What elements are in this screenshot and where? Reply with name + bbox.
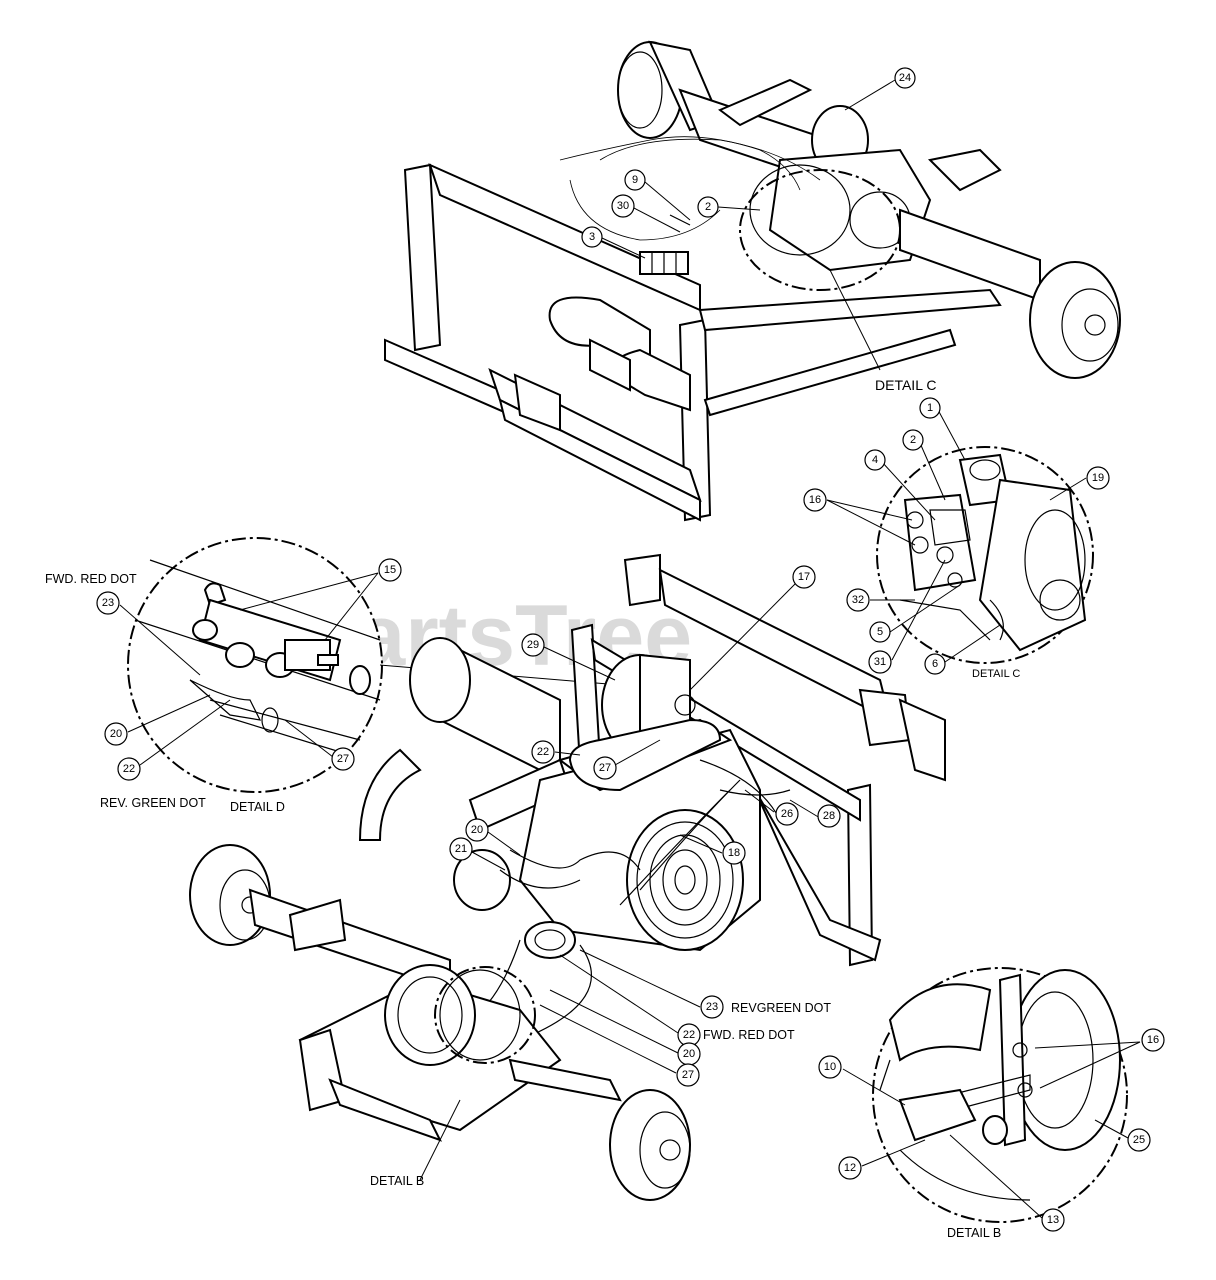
- callout-20-main-b: 20: [683, 1048, 695, 1060]
- detail-c-contents: [899, 453, 1087, 652]
- callout-3: 3: [589, 231, 595, 243]
- label-detail-b-inset: DETAIL B: [947, 1226, 1001, 1240]
- callout-32: 32: [852, 594, 864, 606]
- callout-1: 1: [927, 402, 933, 414]
- callout-17: 17: [798, 571, 810, 583]
- label-detail-c-side: DETAIL C: [972, 668, 1020, 680]
- top-frame-assembly: [384, 40, 1121, 522]
- callout-29: 29: [527, 639, 539, 651]
- callout-30: 30: [617, 200, 629, 212]
- callout-20-main: 20: [471, 824, 483, 836]
- label-fwd-red-dot-main: FWD. RED DOT: [703, 1028, 795, 1042]
- callout-25: 25: [1133, 1134, 1145, 1146]
- label-rev-green-dot-d: REV. GREEN DOT: [100, 796, 206, 810]
- callout-9: 9: [632, 174, 638, 186]
- callout-23-detail-d: 23: [102, 597, 114, 609]
- callout-19: 19: [1092, 472, 1104, 484]
- detail-c: 1 2 4 16 19 32 5 31 6 DETAIL C: [803, 397, 1110, 680]
- label-fwd-red-dot-d: FWD. RED DOT: [45, 572, 137, 586]
- callout-10: 10: [824, 1061, 836, 1073]
- callout-6: 6: [932, 658, 938, 670]
- detail-d: FWD. RED DOT 15 23 20 22 27 REV. GREEN D…: [45, 537, 621, 814]
- label-detail-c-top: DETAIL C: [875, 377, 936, 393]
- detail-b-contents: [879, 969, 1121, 1201]
- callout-26: 26: [781, 808, 793, 820]
- callout-12: 12: [844, 1162, 856, 1174]
- detail-b: 16 10 25 12 13 DETAIL B: [818, 967, 1165, 1240]
- main-callouts: 17 29 27 22 26 28 20 21 18 23 REVGREEN D…: [370, 565, 841, 1188]
- callout-20-detail-d: 20: [110, 728, 122, 740]
- callout-22-main-b: 22: [683, 1029, 695, 1041]
- label-rev-green-dot-main: REVGREEN DOT: [731, 1001, 831, 1015]
- callout-27-main: 27: [599, 762, 611, 774]
- callout-16-detail-c: 16: [809, 494, 821, 506]
- detail-d-contents: [134, 559, 381, 756]
- label-detail-b-main: DETAIL B: [370, 1174, 424, 1188]
- callout-22-detail-d: 22: [123, 763, 135, 775]
- callout-21: 21: [455, 843, 467, 855]
- callout-13: 13: [1047, 1214, 1059, 1226]
- callout-28: 28: [823, 810, 835, 822]
- callout-23-main: 23: [706, 1001, 718, 1013]
- label-detail-d: DETAIL D: [230, 800, 285, 814]
- callout-24: 24: [899, 72, 911, 84]
- callout-5: 5: [877, 626, 883, 638]
- callout-16-detail-b: 16: [1147, 1034, 1159, 1046]
- callout-18: 18: [728, 847, 740, 859]
- callout-27-detail-d: 27: [337, 753, 349, 765]
- top-callouts: 24 9 30 2 3 DETAIL C: [581, 67, 936, 393]
- callout-22-main: 22: [537, 746, 549, 758]
- callout-15: 15: [384, 564, 396, 576]
- callout-2-detail-c: 2: [910, 434, 916, 446]
- main-assembly: [189, 553, 946, 1201]
- callout-27-main-b: 27: [682, 1069, 694, 1081]
- callout-4: 4: [872, 454, 878, 466]
- callout-31: 31: [874, 656, 886, 668]
- callout-2-top: 2: [705, 201, 711, 213]
